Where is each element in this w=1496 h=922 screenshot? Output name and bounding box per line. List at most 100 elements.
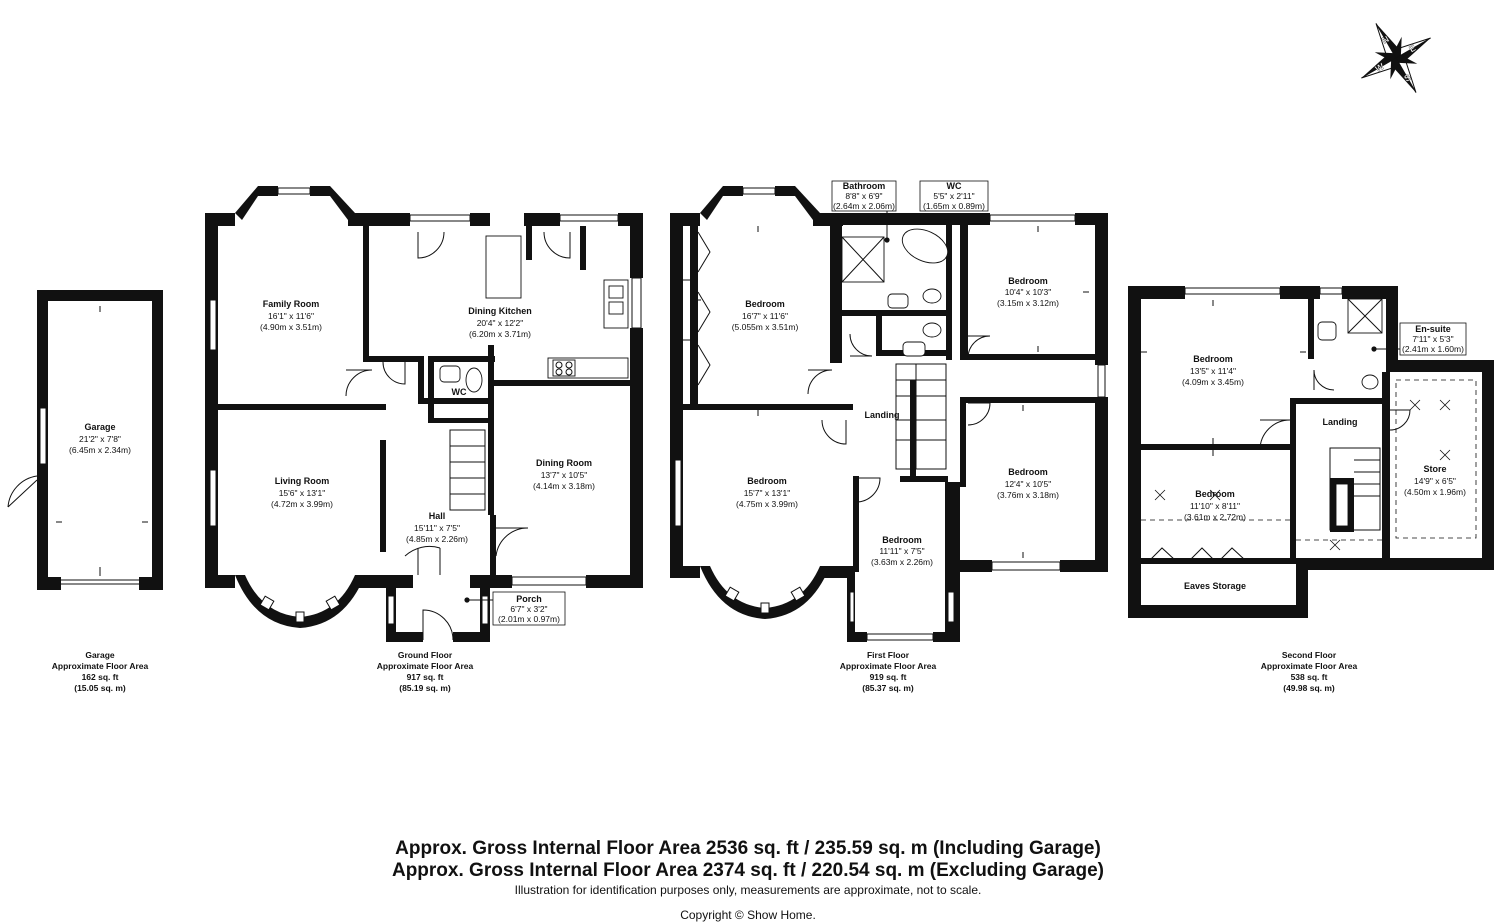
svg-text:(4.72m x 3.99m): (4.72m x 3.99m) [271,499,333,509]
compass-s: S [1402,72,1412,84]
svg-text:20'4" x 12'2": 20'4" x 12'2" [477,318,524,328]
svg-text:(3.76m x 3.18m): (3.76m x 3.18m) [997,490,1059,500]
svg-text:Garage: Garage [85,650,115,660]
svg-text:11'10" x 8'11": 11'10" x 8'11" [1190,501,1240,511]
svg-text:15'6" x 13'1": 15'6" x 13'1" [279,488,326,498]
svg-text:First Floor: First Floor [867,650,910,660]
compass-e: E [1407,43,1417,55]
svg-text:Bedroom: Bedroom [1193,354,1233,364]
room-label-dining-kitchen: Dining Kitchen 20'4" x 12'2" (6.20m x 3.… [468,306,532,339]
svg-text:Porch: Porch [516,594,542,604]
svg-text:Bedroom: Bedroom [745,299,785,309]
svg-text:(49.98 sq. m): (49.98 sq. m) [1283,683,1335,693]
area-totals: Approx. Gross Internal Floor Area 2536 s… [0,838,1496,922]
svg-text:WC: WC [452,387,467,397]
svg-text:WC: WC [947,181,962,191]
room-label-family-room: Family Room 16'1" x 11'6" (4.90m x 3.51m… [260,299,322,332]
room-label-ground-wc: WC [452,387,467,397]
svg-text:(5.055m x 3.51m): (5.055m x 3.51m) [732,322,799,332]
svg-text:Bedroom: Bedroom [1008,276,1048,286]
svg-text:Approximate Floor Area: Approximate Floor Area [52,661,149,671]
svg-text:15'11" x 7'5": 15'11" x 7'5" [414,523,460,533]
first-floor-plan [670,180,1108,642]
room-label-store: Store 14'9" x 6'5" (4.50m x 1.96m) [1404,464,1466,497]
room-label-bedroom-3: Bedroom 15'7" x 13'1" (4.75m x 3.99m) [736,476,798,509]
svg-text:Bedroom: Bedroom [747,476,787,486]
svg-text:Store: Store [1423,464,1446,474]
svg-text:En-suite: En-suite [1415,324,1451,334]
room-label-dining-room: Dining Room 13'7" x 10'5" (4.14m x 3.18m… [533,458,595,491]
room-label-bedroom-6: Bedroom 13'5" x 11'4" (4.09m x 3.45m) [1182,354,1244,387]
svg-text:11'11" x 7'5": 11'11" x 7'5" [879,546,924,556]
room-label-hall: Hall 15'11" x 7'5" (4.85m x 2.26m) [406,511,468,544]
svg-text:21'2" x 7'8": 21'2" x 7'8" [79,434,121,444]
copyright: Copyright © Show Home. [680,908,816,922]
svg-text:Ground Floor: Ground Floor [398,650,453,660]
svg-text:13'5" x 11'4": 13'5" x 11'4" [1190,366,1236,376]
svg-text:Bedroom: Bedroom [1008,467,1048,477]
svg-text:538 sq. ft: 538 sq. ft [1291,672,1328,682]
room-label-bedroom-5: Bedroom 11'11" x 7'5" (3.63m x 2.26m) [871,535,933,567]
svg-text:(4.09m x 3.45m): (4.09m x 3.45m) [1182,377,1244,387]
total-including-garage: Approx. Gross Internal Floor Area 2536 s… [395,838,1101,859]
room-label-first-landing: Landing [865,410,900,420]
svg-text:Approximate Floor Area: Approximate Floor Area [1261,661,1358,671]
svg-text:5'5" x 2'11": 5'5" x 2'11" [933,191,974,201]
svg-text:(4.50m x 1.96m): (4.50m x 1.96m) [1404,487,1466,497]
svg-text:(2.41m x 1.60m): (2.41m x 1.60m) [1402,344,1464,354]
svg-text:Hall: Hall [429,511,446,521]
room-label-eaves-storage: Eaves Storage [1184,581,1246,591]
svg-text:Landing: Landing [1323,417,1358,427]
svg-text:12'4" x 10'5": 12'4" x 10'5" [1005,479,1052,489]
svg-text:(85.37 sq. m): (85.37 sq. m) [862,683,914,693]
room-label-bedroom-4: Bedroom 12'4" x 10'5" (3.76m x 3.18m) [997,467,1059,500]
svg-text:(2.01m x 0.97m): (2.01m x 0.97m) [498,614,560,624]
svg-text:Bedroom: Bedroom [882,535,922,545]
svg-text:Dining Room: Dining Room [536,458,592,468]
svg-text:(4.14m x 3.18m): (4.14m x 3.18m) [533,481,595,491]
ground-floor-plan [205,186,643,642]
svg-text:Dining Kitchen: Dining Kitchen [468,306,532,316]
room-label-bathroom: Bathroom 8'8" x 6'9" (2.64m x 2.06m) [833,181,895,211]
svg-text:14'9" x 6'5": 14'9" x 6'5" [1414,476,1456,486]
svg-text:Landing: Landing [865,410,900,420]
svg-text:162 sq. ft: 162 sq. ft [82,672,119,682]
svg-text:(6.20m x 3.71m): (6.20m x 3.71m) [469,329,531,339]
svg-text:16'1" x 11'6": 16'1" x 11'6" [268,311,314,321]
svg-text:919 sq. ft: 919 sq. ft [870,672,907,682]
svg-text:13'7" x 10'5": 13'7" x 10'5" [541,470,588,480]
svg-text:Eaves Storage: Eaves Storage [1184,581,1246,591]
svg-text:Bathroom: Bathroom [843,181,886,191]
floor-caption-first: First Floor Approximate Floor Area 919 s… [840,650,937,693]
svg-text:(1.65m x 0.89m): (1.65m x 0.89m) [923,201,985,211]
room-label-bedroom-1: Bedroom 16'7" x 11'6" (5.055m x 3.51m) [732,299,799,332]
svg-text:Approximate Floor Area: Approximate Floor Area [377,661,474,671]
svg-text:917 sq. ft: 917 sq. ft [407,672,444,682]
svg-text:(3.63m x 2.26m): (3.63m x 2.26m) [871,557,933,567]
compass-n: N [1380,34,1391,46]
svg-text:Garage: Garage [84,422,115,432]
room-label-second-landing: Landing [1323,417,1358,427]
svg-text:Bedroom: Bedroom [1195,489,1235,499]
svg-text:Family Room: Family Room [263,299,320,309]
svg-text:Second Floor: Second Floor [1282,650,1337,660]
svg-text:16'7" x 11'6": 16'7" x 11'6" [742,311,788,321]
floor-caption-garage: Garage Approximate Floor Area 162 sq. ft… [52,650,149,693]
svg-text:(4.90m x 3.51m): (4.90m x 3.51m) [260,322,322,332]
floor-caption-ground: Ground Floor Approximate Floor Area 917 … [377,650,474,693]
svg-text:(85.19 sq. m): (85.19 sq. m) [399,683,451,693]
svg-text:(15.05 sq. m): (15.05 sq. m) [74,683,126,693]
room-label-first-wc: WC 5'5" x 2'11" (1.65m x 0.89m) [923,181,985,211]
svg-text:8'8" x 6'9": 8'8" x 6'9" [845,191,882,201]
svg-text:6'7" x 3'2": 6'7" x 3'2" [510,604,547,614]
room-label-bedroom-7: Bedroom 11'10" x 8'11" (3.61m x 2.72m) [1184,489,1246,522]
svg-text:15'7" x 13'1": 15'7" x 13'1" [744,488,791,498]
room-label-garage: Garage 21'2" x 7'8" (6.45m x 2.34m) [69,422,131,455]
svg-text:(2.64m x 2.06m): (2.64m x 2.06m) [833,201,895,211]
floor-caption-second: Second Floor Approximate Floor Area 538 … [1261,650,1358,693]
total-excluding-garage: Approx. Gross Internal Floor Area 2374 s… [391,860,1104,881]
svg-text:10'4" x 10'3": 10'4" x 10'3" [1005,287,1052,297]
svg-text:(3.61m x 2.72m): (3.61m x 2.72m) [1184,512,1246,522]
svg-text:(6.45m x 2.34m): (6.45m x 2.34m) [69,445,131,455]
compass-rose-icon: N E S W [1361,23,1431,93]
